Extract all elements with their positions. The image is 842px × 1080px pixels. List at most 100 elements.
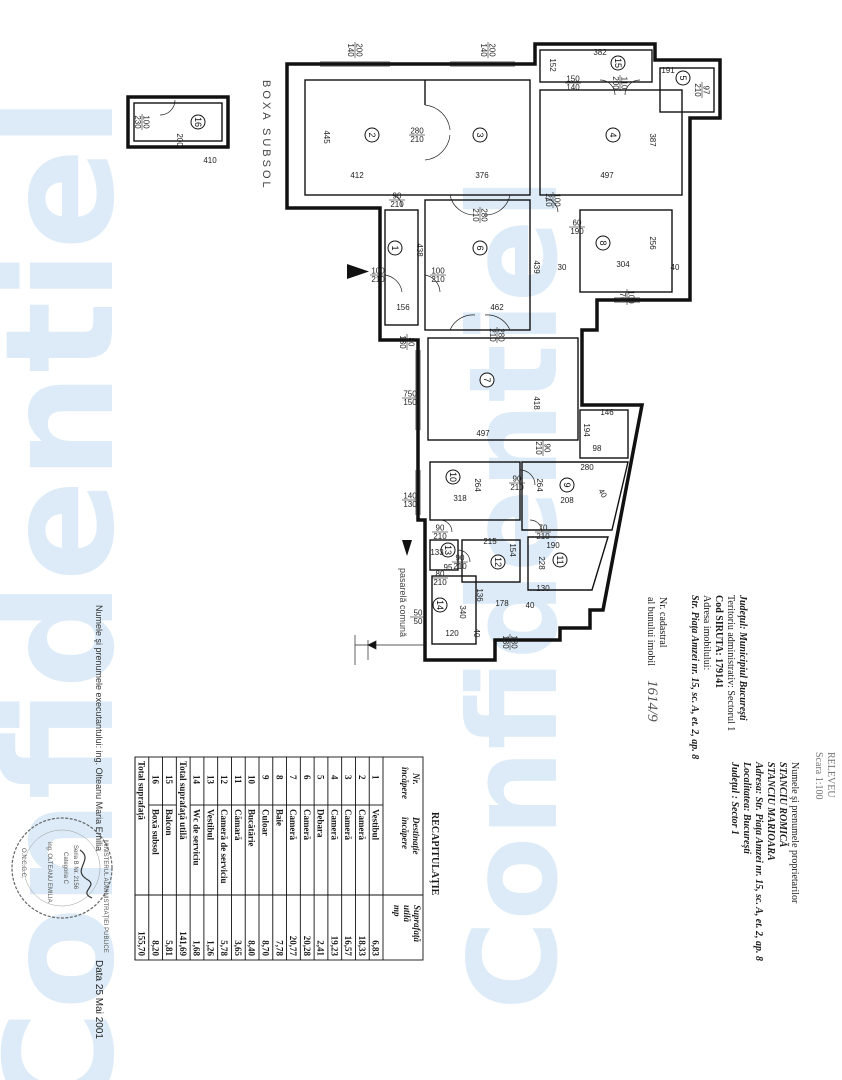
room-area: 16,57 (343, 936, 353, 957)
room-number-13: 13 (440, 542, 456, 558)
header-nr: Nr. (411, 772, 421, 785)
svg-text:Categoria C: Categoria C (62, 852, 68, 885)
room-5-outline (659, 67, 715, 113)
room-area: 3,65 (233, 940, 243, 956)
total-label: Total suprafaţă utilă (178, 761, 188, 840)
room-number-8: 8 (595, 235, 611, 251)
dimension-label: 256 (648, 236, 657, 250)
svg-text:497: 497 (476, 429, 490, 438)
dimension-label: 190 (546, 541, 560, 550)
svg-text:200: 200 (355, 43, 364, 57)
svg-text:136: 136 (475, 588, 484, 602)
dimension-label: 152 (548, 58, 557, 72)
svg-text:14: 14 (435, 600, 445, 610)
cadastral-number-handwritten: 1614/9 (644, 680, 660, 722)
owner-1: STANCIU ROMICĂ (777, 762, 789, 848)
territory-text: Teritoriu administrativ: Sectorul 1 (725, 595, 736, 731)
svg-text:215: 215 (483, 537, 497, 546)
dimension-label: 410 (203, 156, 217, 165)
svg-text:439: 439 (532, 260, 541, 274)
svg-text:194: 194 (582, 423, 591, 437)
dimension-label: 280 (580, 463, 594, 472)
svg-text:210: 210 (544, 193, 553, 207)
watermark-left: Confidentiel (0, 97, 148, 1080)
room-14-outline (431, 575, 477, 645)
dimension-label: 146 (600, 408, 614, 417)
dimension-label: 40 (526, 601, 535, 610)
svg-text:11: 11 (555, 555, 565, 564)
svg-text:50: 50 (414, 617, 423, 626)
svg-text:340: 340 (458, 605, 467, 619)
dimension-label: 98 (593, 444, 602, 453)
dimension-label: 438 (415, 243, 424, 257)
svg-text:376: 376 (475, 171, 489, 180)
room-destination: Cameră (302, 809, 312, 840)
svg-text:178: 178 (495, 599, 509, 608)
outer-wall (285, 42, 722, 662)
room-13-outline (429, 539, 459, 571)
svg-text:210: 210 (471, 208, 480, 222)
svg-text:98: 98 (593, 444, 602, 453)
room-number-1: 1 (387, 240, 403, 256)
room-number-2: 2 (364, 127, 380, 143)
owners-label: Numele şi prenumele proprietarilor (789, 762, 800, 904)
svg-text:Seria B Nr. 2156: Seria B Nr. 2156 (72, 845, 78, 890)
svg-text:50: 50 (414, 609, 423, 618)
svg-text:140: 140 (403, 492, 417, 501)
svg-text:100: 100 (553, 193, 562, 207)
svg-text:210: 210 (431, 275, 445, 284)
room-nr: 4 (329, 775, 339, 780)
room-area: 18,33 (357, 936, 367, 957)
signature (79, 849, 93, 899)
svg-text:154: 154 (508, 543, 517, 557)
dimension-label: 497 (600, 171, 614, 180)
room-destination: Debara (316, 809, 326, 838)
room-destination: Cameră (288, 809, 298, 840)
room-destination: Balcon (164, 809, 174, 836)
room-area: 19,23 (329, 936, 339, 957)
svg-text:462: 462 (490, 303, 504, 312)
room-area: 141,69 (178, 931, 188, 956)
dimension-label: 120 (445, 629, 459, 638)
header-destination: Destinaţie (411, 816, 421, 855)
svg-text:418: 418 (532, 396, 541, 410)
svg-text:230: 230 (133, 115, 142, 129)
room-number-5: 5 (675, 70, 691, 86)
svg-text:40: 40 (671, 263, 680, 272)
svg-text:318: 318 (453, 494, 467, 503)
address-text: Str. Piaţa Amzei nr. 15, sc. A, et. 2, a… (689, 595, 700, 759)
svg-text:210: 210 (433, 532, 447, 541)
table-total-row: Total suprafaţă utilă 141,69 (178, 761, 188, 957)
room-number-6: 6 (472, 240, 488, 256)
room-nr: 6 (302, 775, 312, 780)
room-nr: 8 (274, 775, 284, 780)
svg-text:90: 90 (456, 554, 465, 563)
room-9-outline (521, 461, 629, 531)
dimension-label: 40 (472, 629, 481, 638)
dimension-label: 412 (350, 171, 364, 180)
room-nr: 16 (150, 775, 160, 785)
svg-text:130: 130 (536, 584, 550, 593)
svg-text:210: 210 (510, 483, 524, 492)
room-nr: 7 (288, 775, 298, 780)
svg-text:80: 80 (436, 570, 445, 579)
document-title: RELEVEU (825, 752, 836, 798)
room-number-3: 3 (472, 127, 488, 143)
room-area: 20,77 (288, 936, 298, 957)
room-destination: Wc de serviciu (192, 809, 202, 866)
svg-text:208: 208 (560, 496, 574, 505)
room-nr: 1 (371, 775, 381, 780)
